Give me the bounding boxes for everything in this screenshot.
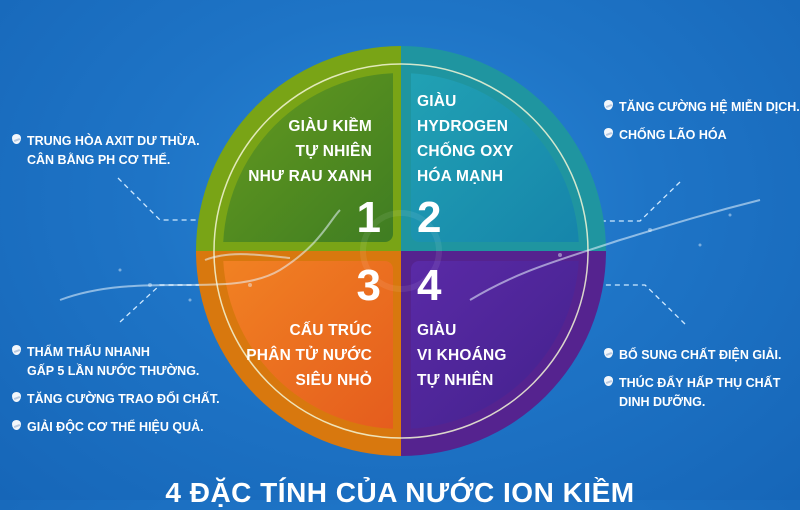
quadrant-3-number: 3 (356, 261, 381, 310)
water-drop-icon (12, 392, 21, 402)
benefit-item: TRUNG HÒA AXIT DƯ THỪA. CÂN BẰNG PH CƠ T… (12, 132, 200, 170)
water-drop-icon (604, 128, 613, 138)
water-splash (59, 199, 761, 301)
water-drop-icon (604, 100, 613, 110)
benefits-top-right: TĂNG CƯỜNG HỆ MIỄN DỊCH. CHỐNG LÃO HÓA (604, 98, 800, 154)
water-drop-icon (604, 348, 613, 358)
benefit-item: CHỐNG LÃO HÓA (604, 126, 800, 145)
quadrant-1-number: 1 (356, 193, 381, 242)
benefit-item: GIẢI ĐỘC CƠ THỂ HIỆU QUẢ. (12, 418, 220, 437)
water-drop-icon (12, 420, 21, 430)
water-drop-icon (12, 345, 21, 355)
quadrant-4-number: 4 (417, 261, 442, 310)
quadrant-1-heading: GIÀU KIỀM TỰ NHIÊN NHƯ RAU XANH (248, 118, 372, 185)
quadrant-2-heading: GIÀU HYDROGEN CHỐNG OXY HÓA MẠNH (417, 93, 514, 185)
quadrant-2-number: 2 (417, 193, 442, 242)
outer-ring (196, 46, 606, 456)
benefits-bottom-right: BỔ SUNG CHẤT ĐIỆN GIẢI. THÚC ĐẨY HẤP THỤ… (604, 346, 782, 421)
benefit-item: TĂNG CƯỜNG HỆ MIỄN DỊCH. (604, 98, 800, 117)
infographic-title: 4 ĐẶC TÍNH CỦA NƯỚC ION KIỀM (165, 477, 635, 508)
benefit-item: BỔ SUNG CHẤT ĐIỆN GIẢI. (604, 346, 782, 365)
benefit-item: THÚC ĐẨY HẤP THỤ CHẤT DINH DƯỠNG. (604, 374, 782, 412)
benefits-top-left: TRUNG HÒA AXIT DƯ THỪA. CÂN BẰNG PH CƠ T… (12, 132, 200, 179)
quadrant-4-heading: GIÀU VI KHOÁNG TỰ NHIÊN (417, 322, 507, 389)
water-drop-icon (12, 134, 21, 144)
benefits-bottom-left: THẨM THẤU NHANH GẤP 5 LẦN NƯỚC THƯỜNG. T… (12, 343, 220, 446)
quadrant-3-heading: CẤU TRÚC PHÂN TỬ NƯỚC SIÊU NHỎ (246, 322, 372, 389)
benefit-item: TĂNG CƯỜNG TRAO ĐỔI CHẤT. (12, 390, 220, 409)
benefit-item: THẨM THẤU NHANH GẤP 5 LẦN NƯỚC THƯỜNG. (12, 343, 220, 381)
water-drop-icon (604, 376, 613, 386)
